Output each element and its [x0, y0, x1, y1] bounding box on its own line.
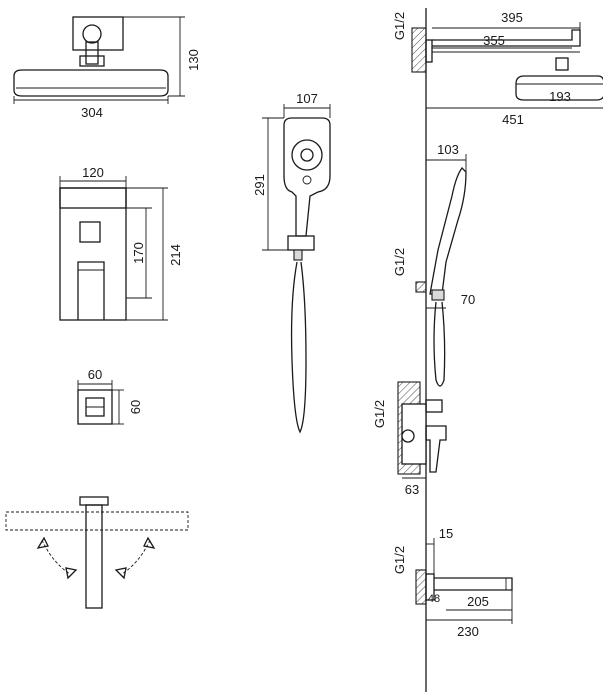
spray-face — [291, 139, 323, 171]
arm-length-label: 355 — [483, 33, 505, 48]
head-diameter-label: 193 — [549, 89, 571, 104]
spray-button-icon — [302, 175, 312, 185]
plate-height-label: 214 — [168, 244, 183, 266]
valve-diverter-stem — [425, 399, 443, 413]
hand-shower-view: 107 291 — [252, 91, 331, 434]
arm-flange — [425, 39, 433, 63]
thread-valve-label: G1/2 — [372, 400, 387, 428]
spray-center — [300, 148, 314, 162]
swivel-spout — [85, 504, 103, 609]
thread-holder-label: G1/2 — [392, 248, 407, 276]
head-ball-joint — [82, 24, 102, 44]
spout-body — [434, 577, 513, 591]
hose-holder — [287, 235, 315, 251]
spout-plate-view: 60 60 — [77, 367, 143, 425]
arm-total-label: 395 — [501, 10, 523, 25]
holder-width-label: 103 — [437, 142, 459, 157]
holder-shower-profile — [429, 167, 467, 295]
spout-plate-width-label: 60 — [88, 367, 102, 382]
head-height-label: 130 — [186, 49, 201, 71]
valve-inlet — [401, 429, 415, 443]
spout-length-label: 205 — [467, 594, 489, 609]
rotate-arrow-right-bottom-icon — [114, 567, 127, 580]
spout-plate-height-label: 60 — [128, 400, 143, 414]
spout-total-label: 230 — [457, 624, 479, 639]
cover-plate-top-strip — [59, 187, 127, 209]
shower-arm-view: G1/2 395 355 193 451 — [392, 10, 603, 127]
spout-flange — [425, 573, 435, 601]
holder-wall-mount — [415, 281, 427, 293]
thread-spout-label: G1/2 — [392, 546, 407, 574]
spout-side-view: 15 G1/2 48 205 230 — [392, 526, 513, 639]
spout-offset-label: 15 — [439, 526, 453, 541]
holder-side-view: 103 G1/2 70 — [392, 142, 475, 387]
arm-drop-connector — [555, 57, 569, 71]
holder-offset-label: 70 — [461, 292, 475, 307]
shower-hose — [290, 261, 307, 434]
hand-shower-head — [283, 117, 331, 237]
spout-small-label: 48 — [428, 593, 440, 605]
plate-inner-height-label: 170 — [131, 242, 146, 264]
rotate-arrow-left-top-icon — [36, 536, 49, 549]
thread-top-label: G1/2 — [392, 12, 407, 40]
spout-plate — [77, 389, 113, 425]
cover-plate-view: 120 170 214 — [59, 165, 183, 321]
valve-handle — [425, 425, 447, 473]
spout-wall-mount — [415, 569, 427, 605]
diverter-knob — [79, 221, 101, 243]
head-nut — [79, 55, 105, 67]
head-disc — [13, 69, 169, 97]
arm-head-disc — [515, 75, 603, 101]
plate-width-label: 120 — [82, 165, 104, 180]
rotate-arrow-left-bottom-icon — [65, 567, 78, 580]
arm-wall-mount — [411, 27, 427, 73]
spout-swivel-view — [5, 496, 189, 609]
arm-reach-label: 451 — [502, 112, 524, 127]
wall-section — [5, 511, 189, 531]
hand-width-label: 107 — [296, 91, 318, 106]
shower-arm — [432, 29, 581, 47]
hand-length-label: 291 — [252, 174, 267, 196]
rotate-arrow-right-top-icon — [143, 536, 156, 549]
holder-connector — [431, 289, 445, 301]
head-width-label: 304 — [81, 105, 103, 120]
valve-side-view: G1/2 63 — [372, 381, 447, 497]
holder-hose — [433, 301, 446, 387]
swivel-cap — [79, 496, 109, 506]
valve-depth-label: 63 — [405, 482, 419, 497]
head-connector — [85, 41, 99, 65]
hose-connector — [293, 249, 303, 261]
shower-head-view: 130 304 — [13, 16, 201, 120]
mixer-lever — [77, 261, 105, 320]
